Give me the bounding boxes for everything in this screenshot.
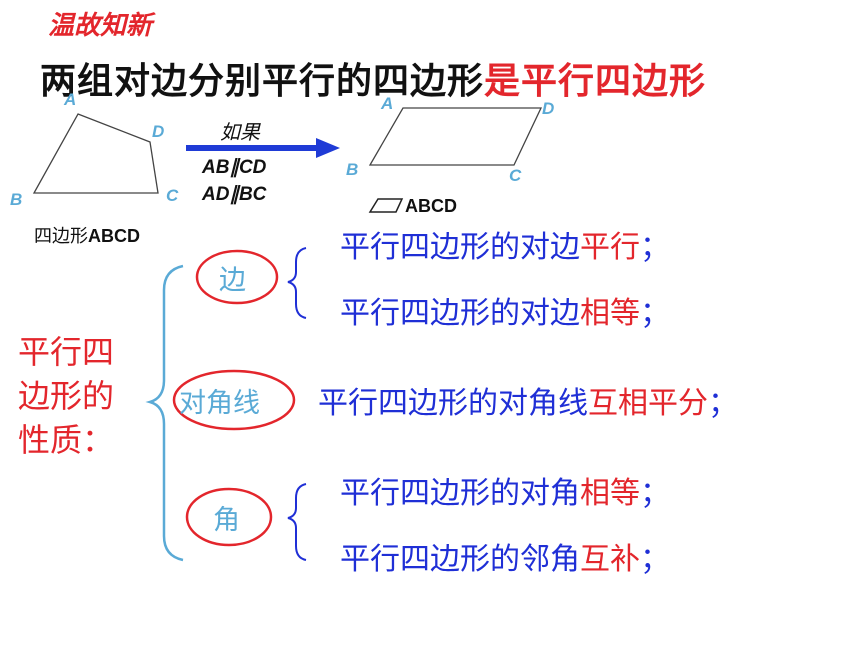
- if-label: 如果: [220, 120, 260, 144]
- right-vertex-c: C: [509, 166, 522, 185]
- title-highlight: 是平行四边形: [484, 61, 707, 102]
- right-vertex-a: A: [381, 94, 394, 113]
- right-vertex-b: B: [346, 160, 359, 179]
- quadrilateral-shape: [32, 113, 159, 194]
- quadrilateral-caption: 四边形ABCD: [34, 226, 140, 247]
- parallelogram-shape: [368, 107, 543, 166]
- parallelogram-label: ABCD: [405, 196, 457, 216]
- sides-circle-icon: [195, 249, 279, 305]
- page-title: 两组对边分别平行的四边形是平行四边形: [40, 52, 706, 104]
- large-brace-icon: [145, 264, 184, 562]
- left-vertex-c: C: [166, 186, 179, 205]
- title-main: 两组对边分别平行的四边形: [40, 61, 485, 102]
- category-diagonals: 对角线: [179, 388, 260, 419]
- condition-ad-bc: AD∥BC: [202, 184, 267, 205]
- properties-side-label: 平行四 边形的 性质：: [18, 333, 115, 459]
- property-diagonals-bisect: 平行四边形的对角线互相平分；: [318, 386, 738, 421]
- condition-ab-cd: AB∥CD: [202, 157, 267, 178]
- property-sides-parallel: 平行四边形的对边平行；: [340, 230, 670, 265]
- property-angles-equal: 平行四边形的对角相等；: [340, 476, 670, 511]
- right-vertex-d: D: [542, 99, 555, 118]
- property-sides-equal: 平行四边形的对边相等；: [340, 296, 670, 331]
- left-vertex-a: A: [64, 90, 77, 109]
- arrow-icon: [186, 138, 340, 158]
- property-adjacent-supplementary: 平行四边形的邻角互补；: [340, 542, 670, 577]
- angles-brace-icon: [287, 483, 307, 561]
- parallelogram-symbol-icon: [368, 198, 404, 213]
- left-vertex-d: D: [152, 122, 165, 141]
- left-vertex-b: B: [10, 190, 23, 209]
- angles-circle-icon: [185, 487, 273, 547]
- section-heading: 温故知新: [48, 11, 153, 41]
- category-angles: 角: [213, 505, 240, 536]
- category-sides: 边: [219, 265, 246, 296]
- sides-brace-icon: [287, 247, 307, 319]
- diagonals-circle-icon: [172, 369, 296, 431]
